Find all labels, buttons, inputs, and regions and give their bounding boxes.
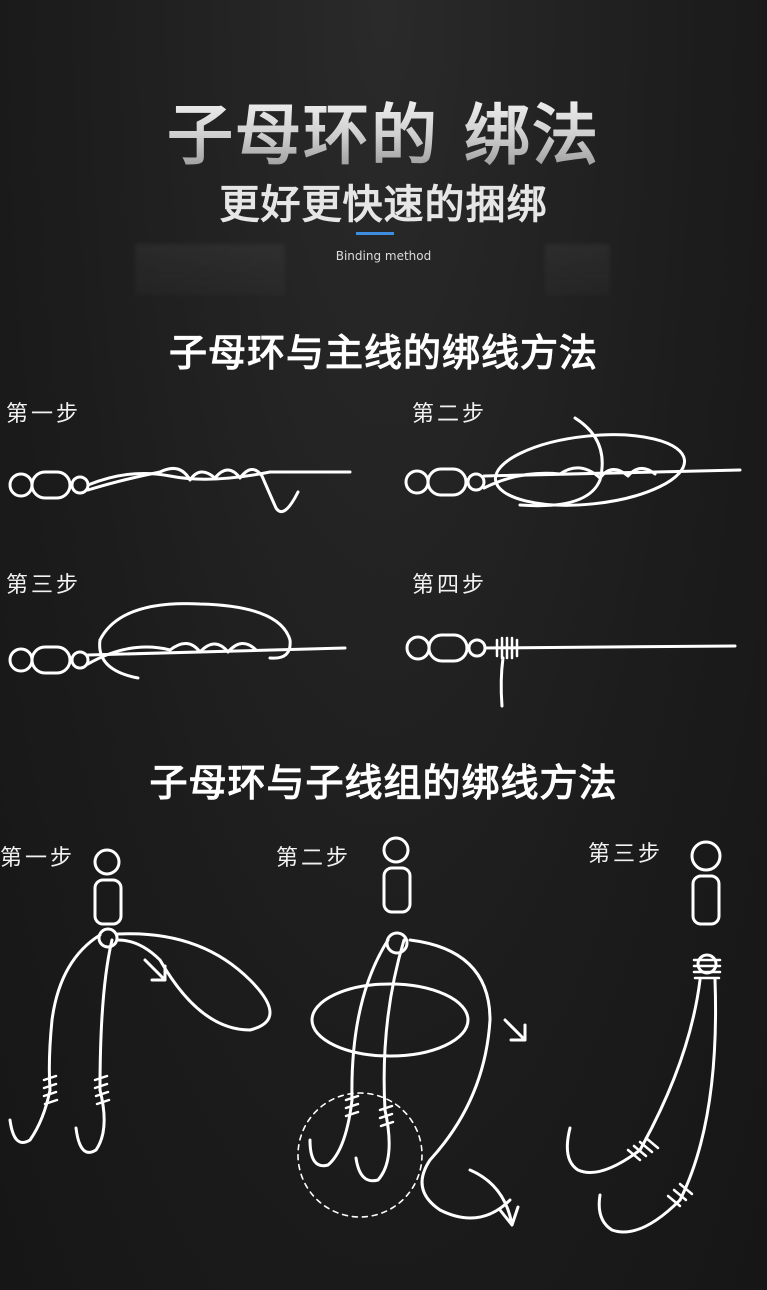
- swivel-barrel-icon: [382, 866, 412, 914]
- arrow-icon: [143, 958, 167, 982]
- hook-wraps: [93, 1074, 111, 1106]
- s2-step2-diagram: [297, 836, 527, 1227]
- swivel-ring-icon: [690, 840, 722, 872]
- swivel-barrel-icon: [427, 633, 469, 663]
- swivel-ring-icon: [404, 469, 430, 495]
- swivel-ring-icon: [405, 635, 431, 661]
- ghost-banner-left: [135, 244, 285, 296]
- accent-bar: [356, 232, 394, 235]
- swivel-ring-icon: [70, 650, 90, 670]
- arrow-icon: [503, 1018, 527, 1042]
- main-line: [86, 470, 352, 487]
- s1-step1-diagram: [8, 466, 352, 513]
- section1-step3-label: 第三步: [6, 573, 82, 598]
- s1-step3-diagram: [8, 602, 347, 680]
- hook-wraps: [626, 1136, 660, 1162]
- hook-right-icon: [354, 1108, 391, 1183]
- swivel-ring-icon: [70, 475, 90, 495]
- section2-step1-label: 第一步: [0, 846, 76, 871]
- hook-line-left: [47, 933, 102, 1092]
- loop-line: [310, 982, 470, 1058]
- knot-wraps: [495, 636, 519, 660]
- hook-line-right: [678, 978, 718, 1202]
- swivel-ring-icon: [8, 647, 34, 673]
- swivel-barrel-icon: [93, 878, 123, 926]
- swivel-ring-icon: [696, 953, 718, 975]
- swivel-barrel-icon: [691, 874, 721, 926]
- swivel-barrel-icon: [30, 470, 72, 500]
- highlight-circle: [297, 1092, 423, 1218]
- swivel-ring-icon: [382, 836, 410, 864]
- hook-line-left: [350, 938, 390, 1102]
- hook-wraps: [344, 1094, 360, 1118]
- tag-line: [408, 938, 512, 1220]
- swivel-ring-icon: [466, 472, 486, 492]
- s1-step4-diagram: [405, 633, 737, 708]
- hook-right-icon: [74, 1088, 106, 1154]
- hook-left-icon: [8, 1088, 52, 1144]
- tag-line: [499, 656, 505, 708]
- swivel-ring-icon: [467, 638, 487, 658]
- hook-right-icon: [597, 1193, 682, 1234]
- s2-step1-diagram: [8, 848, 272, 1154]
- hook-line-right: [382, 938, 406, 1112]
- main-line: [483, 644, 737, 650]
- swivel-barrel-icon: [426, 467, 468, 497]
- hook-wraps: [378, 1104, 395, 1128]
- swivel-barrel-icon: [30, 645, 72, 675]
- section1-title: 子母环与主线的绑线方法: [168, 331, 598, 375]
- page-title: 子母环的 绑法: [0, 82, 767, 178]
- swivel-ring-icon: [8, 472, 34, 498]
- loop-line: [116, 932, 272, 1032]
- ghost-banner-right: [545, 244, 610, 296]
- s2-step3-diagram: [565, 840, 722, 1234]
- hook-line-left: [638, 978, 702, 1152]
- hook-wraps: [666, 1182, 694, 1208]
- loop-line: [493, 433, 687, 507]
- section1-step1-label: 第一步: [6, 402, 82, 427]
- main-line: [86, 646, 347, 657]
- hook-left-icon: [565, 1126, 642, 1174]
- hook-left-icon: [308, 1098, 354, 1168]
- english-caption: Binding method: [335, 249, 432, 263]
- arrow-icon: [468, 1168, 520, 1227]
- section1-step4-label: 第四步: [412, 573, 488, 598]
- swivel-ring-icon: [93, 848, 121, 876]
- section2-step3-label: 第三步: [588, 842, 664, 867]
- wrap-line: [482, 466, 657, 490]
- tag-line: [518, 416, 604, 508]
- page-subtitle: 更好更快速的捆绑: [219, 182, 548, 228]
- wrap-line: [86, 642, 258, 666]
- loop-line: [98, 602, 292, 660]
- section1-step2-label: 第二步: [412, 402, 488, 427]
- section2-step2-label: 第二步: [276, 846, 352, 871]
- swivel-ring-icon: [97, 927, 119, 949]
- section2-title: 子母环与子线组的绑线方法: [149, 761, 618, 805]
- hook-line-right: [98, 938, 114, 1092]
- s1-step2-diagram: [404, 416, 742, 508]
- tag-line: [98, 638, 140, 680]
- hook-wraps: [42, 1074, 59, 1106]
- wrap-line: [86, 466, 300, 513]
- knot-wraps: [692, 958, 722, 980]
